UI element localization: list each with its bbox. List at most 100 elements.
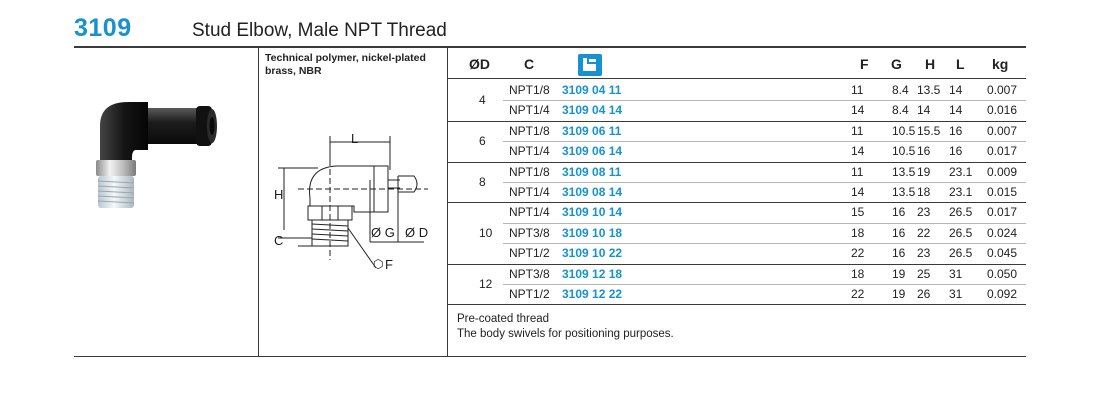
cell-article-number: 3109 06 14 xyxy=(562,144,623,159)
dim-label-D: Ø D xyxy=(405,225,429,240)
cell-connection: NPT1/4 xyxy=(509,185,550,199)
cell-L: 23.1 xyxy=(949,164,973,179)
cell-connection: NPT3/8 xyxy=(509,225,550,240)
col-header-G: G xyxy=(891,56,902,72)
cell-article-number: 3109 04 14 xyxy=(562,103,623,118)
cell-kg: 0.092 xyxy=(987,287,1018,301)
cell-G: 16 xyxy=(892,205,906,220)
cell-L: 16 xyxy=(949,144,963,159)
cell-outer-diameter: 4 xyxy=(479,93,486,108)
product-code: 3109 xyxy=(74,14,132,42)
cell-H: 13.5 xyxy=(917,83,941,97)
cell-H: 14 xyxy=(917,103,931,118)
cell-L: 14 xyxy=(949,83,963,97)
cell-F: 11 xyxy=(851,164,864,179)
cell-L: 23.1 xyxy=(949,185,973,199)
cell-article-number: 3109 10 18 xyxy=(562,225,623,240)
cell-F: 14 xyxy=(851,144,865,159)
cell-G: 10.5 xyxy=(892,144,916,159)
cell-G: 19 xyxy=(892,266,906,281)
cell-F: 18 xyxy=(851,225,865,240)
product-title: Stud Elbow, Male NPT Thread xyxy=(192,20,447,41)
divider-right xyxy=(447,47,448,356)
group-separator xyxy=(448,120,1026,122)
cell-article-number: 3109 08 11 xyxy=(562,164,622,179)
cell-H: 23 xyxy=(917,246,931,261)
cell-F: 11 xyxy=(851,83,864,97)
cell-outer-diameter: 10 xyxy=(479,226,493,240)
group-separator xyxy=(448,304,1026,306)
dim-label-C: C xyxy=(274,233,284,248)
col-header-kg: kg xyxy=(992,56,1009,72)
product-photo xyxy=(96,102,217,208)
cell-H: 16 xyxy=(917,144,931,159)
cell-L: 26.5 xyxy=(949,225,973,240)
cell-connection: NPT1/4 xyxy=(509,103,550,118)
cell-article-number: 3109 06 11 xyxy=(562,123,622,138)
technical-drawing xyxy=(278,136,428,269)
row-separator xyxy=(503,182,1026,183)
cell-connection: NPT1/4 xyxy=(509,144,550,159)
cell-article-number: 3109 12 22 xyxy=(562,287,623,301)
cell-G: 16 xyxy=(892,225,906,240)
cell-article-number: 3109 04 11 xyxy=(562,83,622,97)
cell-kg: 0.050 xyxy=(987,266,1018,281)
cell-article-number: 3109 08 14 xyxy=(562,185,623,199)
cell-H: 15.5 xyxy=(917,123,941,138)
cell-connection: NPT3/8 xyxy=(509,266,550,281)
cell-kg: 0.045 xyxy=(987,246,1018,261)
group-separator xyxy=(448,202,1026,204)
cell-outer-diameter: 12 xyxy=(479,277,493,291)
cell-outer-diameter: 8 xyxy=(479,175,486,189)
hex-icon: ⬡ xyxy=(373,257,384,271)
cell-H: 25 xyxy=(917,266,931,281)
cell-outer-diameter: 6 xyxy=(479,134,486,149)
cell-F: 22 xyxy=(851,287,865,301)
row-separator xyxy=(503,141,1026,143)
divider-left xyxy=(258,47,259,356)
cell-connection: NPT1/8 xyxy=(509,164,550,179)
row-separator xyxy=(503,284,1026,285)
dim-label-G: Ø G xyxy=(371,225,395,240)
material-description: Technical polymer, nickel-plated brass, … xyxy=(265,52,426,77)
dim-label-H: H xyxy=(274,187,284,202)
cell-article-number: 3109 12 18 xyxy=(562,266,623,281)
row-separator xyxy=(503,222,1026,224)
cell-G: 19 xyxy=(892,287,906,301)
cell-kg: 0.007 xyxy=(987,123,1018,138)
cell-L: 16 xyxy=(949,123,963,138)
cell-L: 26.5 xyxy=(949,205,973,220)
cell-kg: 0.007 xyxy=(987,83,1018,97)
cell-article-number: 3109 10 14 xyxy=(562,205,623,220)
top-rule xyxy=(74,46,1026,48)
cell-kg: 0.017 xyxy=(987,144,1018,159)
row-separator xyxy=(503,100,1026,102)
cell-L: 14 xyxy=(949,103,963,118)
cell-H: 23 xyxy=(917,205,931,220)
bottom-rule xyxy=(74,356,1026,357)
cell-kg: 0.009 xyxy=(987,164,1018,179)
group-separator xyxy=(448,161,1026,163)
cell-F: 15 xyxy=(851,205,865,220)
cell-H: 19 xyxy=(917,164,931,179)
col-header-F: F xyxy=(860,56,869,72)
row-separator xyxy=(503,243,1026,245)
cell-kg: 0.024 xyxy=(987,225,1018,240)
cell-G: 8.4 xyxy=(892,103,909,118)
col-header-c: C xyxy=(524,56,535,72)
col-header-L: L xyxy=(956,56,965,72)
cell-F: 22 xyxy=(851,246,865,261)
cell-L: 26.5 xyxy=(949,246,973,261)
cell-F: 14 xyxy=(851,103,865,118)
cell-G: 8.4 xyxy=(892,83,909,97)
cell-kg: 0.016 xyxy=(987,103,1018,118)
dim-label-F: F xyxy=(385,257,393,272)
cell-kg: 0.015 xyxy=(987,185,1018,199)
cell-H: 26 xyxy=(917,287,931,301)
note-precoated: Pre-coated thread xyxy=(457,313,550,325)
cell-F: 14 xyxy=(851,185,865,199)
cell-H: 18 xyxy=(917,185,931,199)
cell-connection: NPT1/2 xyxy=(509,287,550,301)
cell-G: 13.5 xyxy=(892,164,916,179)
cell-G: 16 xyxy=(892,246,906,261)
